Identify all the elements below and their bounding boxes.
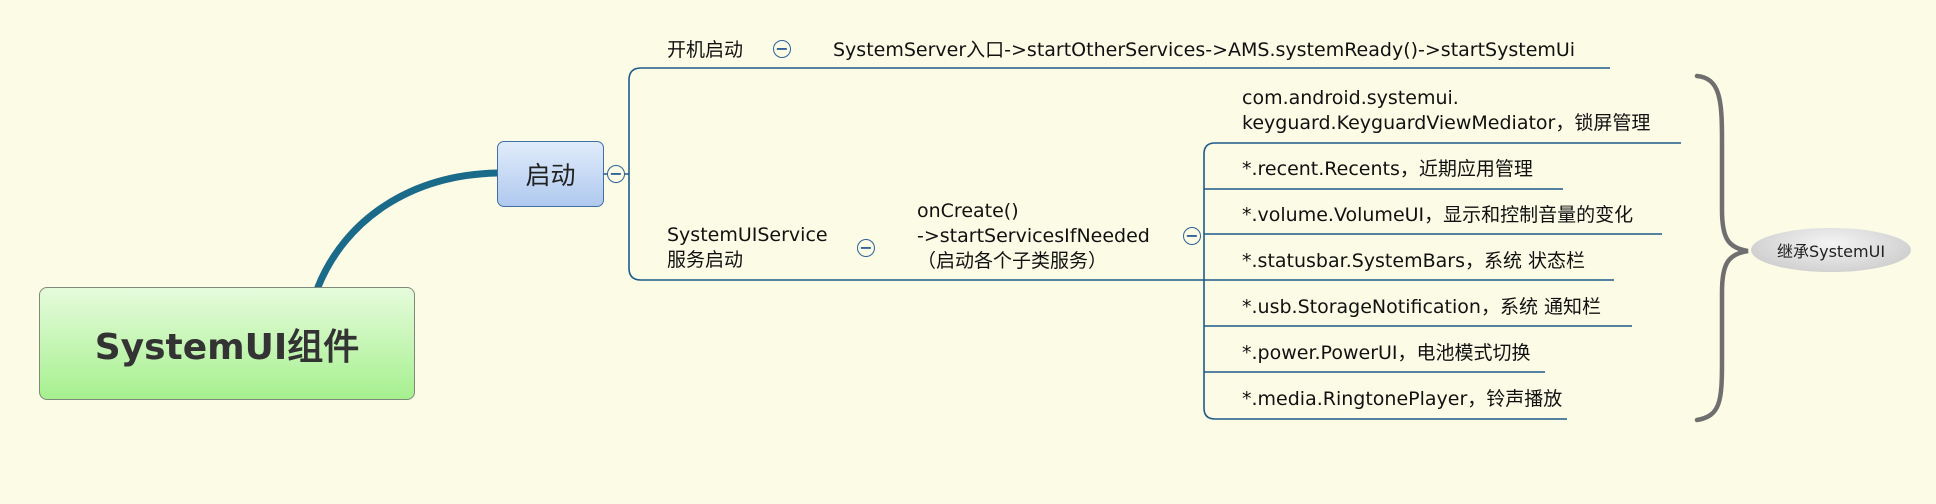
boot-label[interactable]: 开机启动 — [667, 39, 744, 61]
root-topic-label: SystemUI组件 — [94, 326, 360, 368]
service-branch-connector — [628, 174, 1204, 281]
oncreate-line: onCreate() — [917, 200, 1019, 222]
collapse-minus-icon[interactable]: − — [773, 40, 791, 58]
collapse-minus-icon[interactable]: − — [857, 239, 875, 257]
child-keyguard[interactable]: com.android.systemui. keyguard.KeyguardV… — [1242, 86, 1650, 136]
child-ringtone[interactable]: *.media.RingtonePlayer，铃声播放 — [1242, 388, 1563, 410]
main-topic-label: 启动 — [525, 161, 576, 190]
child-storage[interactable]: *.usb.StorageNotification，系统 通知栏 — [1242, 296, 1601, 318]
service-label[interactable]: SystemUIService 服务启动 — [667, 223, 828, 273]
summary-label: 继承SystemUI — [1776, 242, 1886, 261]
service-label-line: SystemUIService — [667, 224, 828, 246]
main-topic[interactable]: 启动 — [497, 141, 604, 207]
child-systembars[interactable]: *.statusbar.SystemBars，系统 状态栏 — [1242, 250, 1586, 272]
summary-bubble[interactable]: 继承SystemUI — [1751, 228, 1911, 272]
children-connector — [1203, 142, 1681, 280]
collapse-minus-icon[interactable]: − — [1183, 227, 1201, 245]
oncreate-line: （启动各个子类服务） — [917, 250, 1108, 272]
child-line: com.android.systemui. — [1242, 87, 1459, 109]
oncreate-line: ->startServicesIfNeeded — [917, 225, 1150, 247]
boot-branch-connector — [628, 67, 1610, 174]
child-volume[interactable]: *.volume.VolumeUI，显示和控制音量的变化 — [1242, 204, 1634, 226]
children-connector — [1203, 280, 1567, 420]
root-to-main-connector — [314, 169, 501, 291]
child-line: keyguard.KeyguardViewMediator，锁屏管理 — [1242, 112, 1651, 134]
service-label-line: 服务启动 — [667, 249, 744, 271]
root-topic[interactable]: SystemUI组件 — [39, 287, 415, 400]
oncreate-node[interactable]: onCreate() ->startServicesIfNeeded （启动各个… — [917, 199, 1150, 274]
child-power[interactable]: *.power.PowerUI，电池模式切换 — [1242, 342, 1531, 364]
boot-detail[interactable]: SystemServer入口->startOtherServices->AMS.… — [833, 39, 1576, 61]
collapse-minus-icon[interactable]: − — [607, 165, 625, 183]
child-recents[interactable]: *.recent.Recents，近期应用管理 — [1242, 158, 1533, 180]
brace-icon — [1694, 73, 1749, 423]
